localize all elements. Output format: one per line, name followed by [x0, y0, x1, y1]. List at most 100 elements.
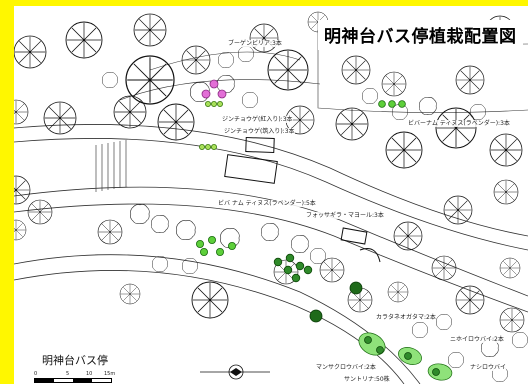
tree-symbol: [134, 14, 166, 46]
jinchoge-mark: [204, 143, 211, 150]
karatane-mark: [349, 281, 363, 295]
shrub-mass: [448, 352, 464, 369]
shrub-mass: [242, 92, 258, 109]
santolina-bed: [427, 363, 453, 381]
tree-symbol: [436, 108, 476, 148]
tree-symbol: [192, 282, 228, 318]
tree-symbol: [444, 196, 472, 224]
shrub-mass: [102, 72, 118, 89]
shrub-mass: [151, 215, 169, 234]
scale-tick-5: 5: [66, 371, 70, 377]
jinchoge-mark: [198, 143, 205, 150]
burnum-mark: [398, 100, 406, 108]
bus-stop-name: 明神台バス停: [42, 354, 108, 367]
jinchoge-mark: [216, 101, 223, 108]
shrub-mass: [291, 235, 309, 254]
tree-symbol: [432, 256, 456, 280]
page-title: 明神台バス停植栽配置図: [318, 20, 523, 50]
jinchoge-mark: [204, 101, 211, 108]
road-lines: [13, 30, 528, 384]
manzuzorbai-mark: [364, 336, 372, 344]
fothergilla-mark: [303, 265, 313, 275]
fothergilla-mark: [295, 261, 305, 271]
shrub-mass: [261, 223, 279, 242]
tree-symbol: [394, 222, 422, 250]
noirobai-mark: [432, 368, 440, 376]
tree-symbol: [268, 50, 308, 90]
tree-symbol: [500, 308, 524, 332]
shrub-mass: [238, 46, 254, 63]
burnum-mark: [378, 100, 386, 108]
shrub-mass: [176, 220, 196, 241]
highlight-frame-top: [0, 0, 528, 6]
tree-symbol: [388, 282, 408, 302]
label-jinchoge-red: ジンチョウゲ(紅入り):3本: [222, 116, 293, 123]
label-karatane: カラタネオガタマ:2本: [376, 314, 436, 321]
tree-symbol: [126, 56, 174, 104]
highlight-frame-left: [0, 0, 14, 384]
tree-symbol: [500, 258, 520, 278]
shrub-mass: [362, 88, 378, 105]
label-manzuzorbai: マンサクロウバイ:2本: [316, 364, 376, 371]
scale-tick-0: 0: [34, 371, 38, 377]
label-fothergilla: フォッサギラ・マヨール:3本: [306, 212, 384, 219]
shrub-mass: [412, 322, 428, 339]
fothergilla-mark: [285, 253, 295, 263]
bougainvillea-mark: [209, 79, 219, 89]
tree-symbol: [336, 108, 368, 140]
shrub-mass: [419, 97, 437, 116]
fothergilla-mark: [283, 265, 293, 275]
shrub-mass: [152, 256, 168, 273]
tree-symbol: [494, 180, 518, 204]
tree-symbol: [490, 134, 522, 166]
bougainvillea-mark: [217, 89, 227, 99]
karatane-mark: [309, 309, 323, 323]
fothergilla-mark: [291, 273, 301, 283]
scale-bar: [34, 378, 112, 383]
tree-symbol: [28, 200, 52, 224]
fothergilla-mark: [273, 257, 283, 267]
label-burnum-top: ビバーナム ティヌス(ラベンダー):3本: [408, 120, 510, 127]
tree-symbol: [456, 66, 484, 94]
santolina-bed: [358, 332, 386, 356]
label-santolina: サントリナ:50株: [344, 376, 390, 383]
north-arrow: [200, 364, 270, 380]
tree-symbol: [456, 286, 484, 314]
bougainvillea-mark: [201, 89, 211, 99]
tree-symbol: [14, 36, 46, 68]
shrub-mass: [218, 52, 234, 69]
tree-symbol: [342, 56, 370, 84]
tree-symbol: [382, 72, 406, 96]
tree-symbol: [386, 132, 422, 168]
label-burnum-mid: ビバ ナム ティヌス(ラベンダー):5本: [218, 200, 316, 207]
tree-symbol: [120, 284, 140, 304]
tree-symbol: [250, 24, 278, 52]
label-noirobai: ニホイロウバイ:2本: [450, 336, 504, 343]
noirobai-mark: [404, 352, 412, 360]
manzuzorbai-mark: [376, 346, 384, 354]
label-bougainvillea: ブーゲンビリア:3本: [228, 40, 282, 47]
shrub-mass: [512, 332, 528, 349]
shrub-mass: [182, 258, 198, 275]
burnum-mark: [195, 239, 204, 248]
crosswalk: [95, 140, 127, 192]
tree-symbol: [114, 96, 146, 128]
tree-symbol: [320, 258, 344, 282]
burnum-mark: [227, 241, 236, 250]
jinchoge-mark: [210, 143, 217, 150]
label-jinchoge-ki: ジンチョウゲ(筑入り):3本: [224, 128, 295, 135]
tree-symbol: [44, 102, 76, 134]
label-nashiro: ナシロウバイ: [470, 364, 507, 371]
bus-shelter: [224, 136, 381, 263]
jinchoge-mark: [210, 101, 217, 108]
shrub-mass: [130, 204, 150, 225]
burnum-mark: [199, 247, 208, 256]
scale-tick-15: 15m: [104, 371, 116, 377]
tree-symbol: [98, 220, 122, 244]
shrub-mass: [436, 314, 452, 331]
burnum-mark: [388, 100, 396, 108]
tree-symbol: [182, 46, 210, 74]
scale-tick-10: 10: [86, 371, 93, 377]
